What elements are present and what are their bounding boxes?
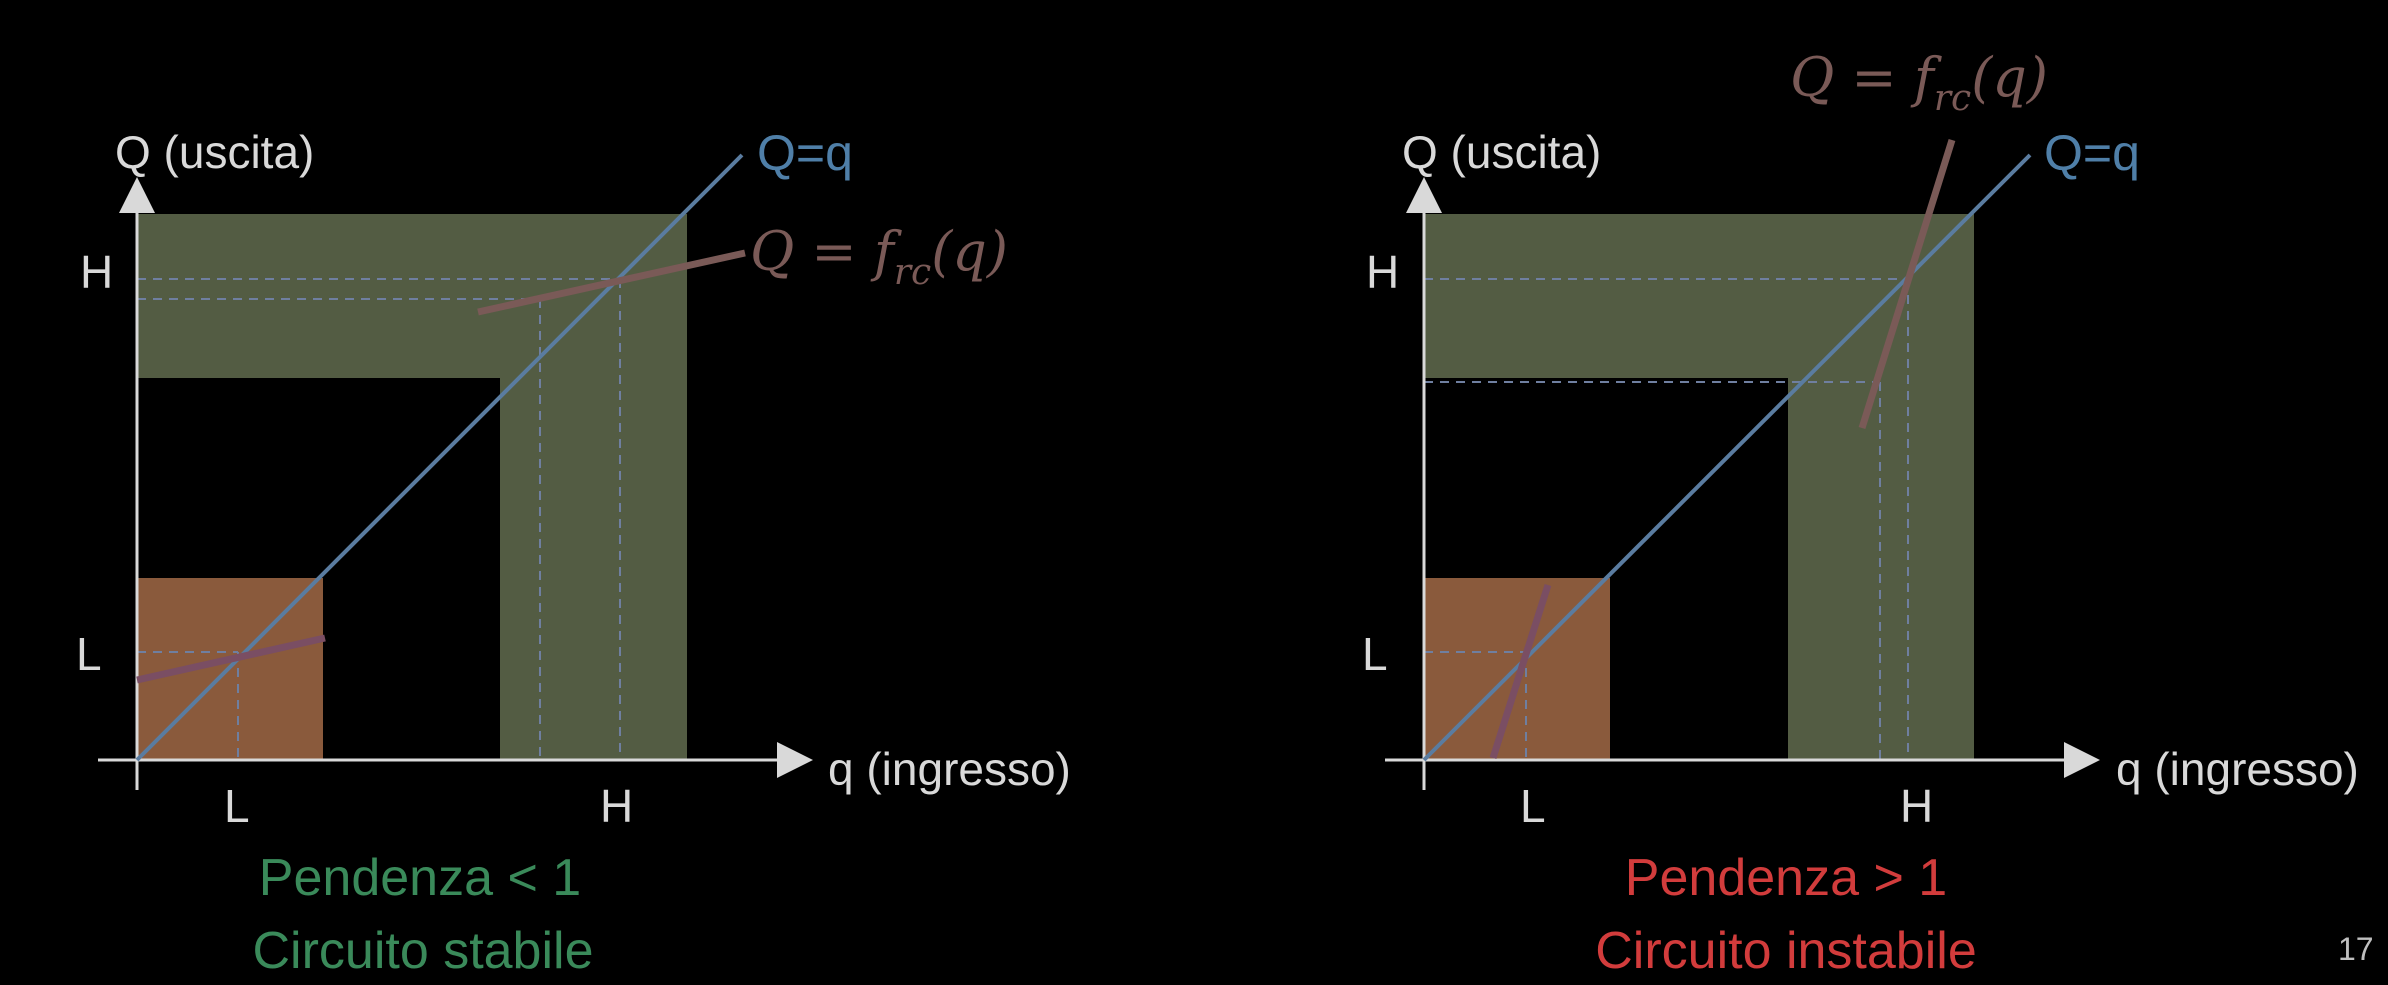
right-diagram: Q (uscita) q (ingresso) Q=q Q = frc(q) H… — [1362, 46, 2359, 980]
right-y-tick-l: L — [1362, 628, 1388, 680]
right-function-label: Q = frc(q) — [1790, 46, 2048, 119]
right-y-tick-h: H — [1366, 246, 1399, 298]
left-function-label: Q = frc(q) — [750, 220, 1008, 293]
left-caption-slope: Pendenza < 1 — [259, 849, 581, 907]
right-x-tick-h: H — [1900, 780, 1933, 832]
right-x-axis-label: q (ingresso) — [2116, 743, 2359, 795]
left-y-axis-label: Q (uscita) — [115, 126, 314, 178]
left-high-region — [137, 214, 687, 760]
left-x-tick-h: H — [600, 780, 633, 832]
right-transfer-line-low — [1489, 583, 1552, 760]
right-y-axis-label: Q (uscita) — [1402, 126, 1601, 178]
left-transfer-line-low — [136, 634, 326, 684]
right-transfer-line — [1858, 138, 1956, 430]
left-identity-label: Q=q — [757, 125, 853, 181]
page-number: 17 — [2338, 931, 2374, 967]
left-y-tick-h: H — [80, 246, 113, 298]
left-y-tick-l: L — [76, 628, 102, 680]
left-transfer-line — [477, 249, 746, 316]
left-guides — [137, 278, 621, 760]
left-x-axis-label: q (ingresso) — [828, 743, 1071, 795]
left-caption-verdict: Circuito stabile — [252, 922, 593, 980]
right-x-tick-l: L — [1520, 780, 1546, 832]
right-caption-verdict: Circuito instabile — [1595, 922, 1977, 980]
right-guides — [1424, 278, 1909, 760]
right-caption-slope: Pendenza > 1 — [1625, 849, 1947, 907]
right-identity-label: Q=q — [2044, 125, 2140, 181]
left-x-tick-l: L — [224, 780, 250, 832]
left-diagram: Q (uscita) q (ingresso) Q=q Q = frc(q) H… — [76, 125, 1071, 980]
